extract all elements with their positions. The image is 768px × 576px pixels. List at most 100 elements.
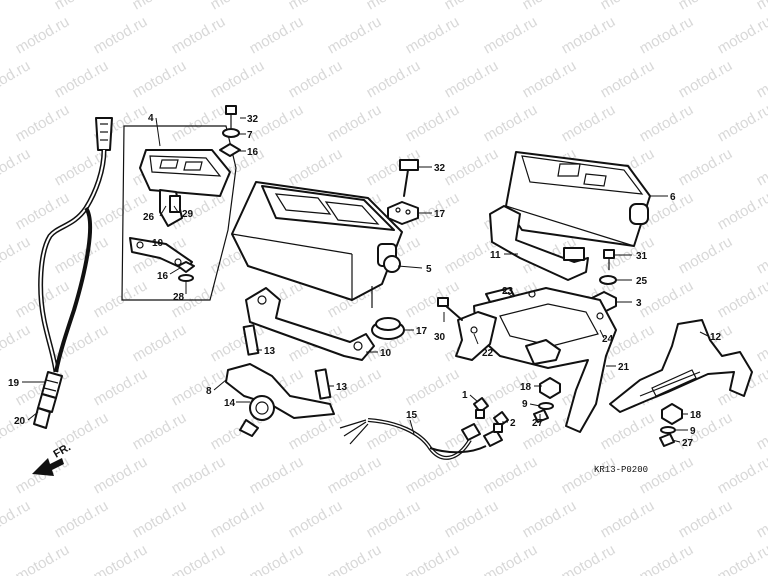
callout-27: 27 bbox=[532, 418, 544, 429]
callout-16: 16 bbox=[157, 271, 169, 282]
callout-7: 7 bbox=[247, 130, 253, 141]
diagram-code: KR13-P0200 bbox=[594, 465, 648, 475]
watermark-text: motod.ru bbox=[520, 497, 580, 541]
watermark-text: motod.ru bbox=[208, 321, 268, 365]
watermark-text: motod.ru bbox=[442, 0, 502, 13]
watermark-text: motod.ru bbox=[559, 541, 619, 576]
watermark-text: motod.ru bbox=[715, 13, 768, 57]
watermark-text: motod.ru bbox=[715, 277, 768, 321]
callout-15: 15 bbox=[406, 410, 418, 421]
watermark-text: motod.ru bbox=[0, 145, 33, 189]
callout-13: 13 bbox=[336, 382, 348, 393]
watermark-text: motod.ru bbox=[676, 233, 736, 277]
fasteners-right bbox=[659, 403, 683, 447]
watermark-text: motod.ru bbox=[0, 233, 33, 277]
callout-12: 12 bbox=[710, 332, 722, 343]
bracket-small bbox=[129, 237, 195, 282]
watermark-text: motod.ru bbox=[676, 0, 736, 13]
collar-left bbox=[242, 324, 260, 356]
watermark-text: motod.ru bbox=[208, 497, 268, 541]
watermark-text: motod.ru bbox=[364, 497, 424, 541]
watermark-text: motod.ru bbox=[91, 365, 151, 409]
tachometer-bracket bbox=[489, 205, 589, 281]
callout-21: 21 bbox=[618, 362, 630, 373]
watermark-text: motod.ru bbox=[559, 101, 619, 145]
watermark-text: motod.ru bbox=[169, 541, 229, 576]
callout-20: 20 bbox=[14, 416, 26, 427]
watermark-text: motod.ru bbox=[520, 57, 580, 101]
callout-labels: 4 32 7 16 26 29 10 16 28 32 17 5 6 11 31… bbox=[8, 113, 722, 449]
speedometer-small bbox=[139, 149, 231, 227]
watermark-text: motod.ru bbox=[52, 0, 112, 13]
watermark-text: motod.ru bbox=[715, 189, 768, 233]
callout-4: 4 bbox=[148, 113, 154, 124]
watermark-text: motod.ru bbox=[481, 365, 541, 409]
watermark-text: motod.ru bbox=[325, 13, 385, 57]
callout-32: 32 bbox=[247, 114, 259, 125]
watermark-text: motod.ru bbox=[325, 541, 385, 576]
watermark-text: motod.ru bbox=[325, 365, 385, 409]
collar-right bbox=[314, 368, 332, 400]
bolt-group-center bbox=[387, 159, 419, 225]
watermark-text: motod.ru bbox=[208, 0, 268, 13]
callout-24: 24 bbox=[602, 334, 614, 345]
assembly-boundary bbox=[121, 125, 237, 301]
callout-10: 10 bbox=[152, 238, 164, 249]
watermark-text: motod.ru bbox=[754, 233, 768, 277]
callout-3: 3 bbox=[636, 298, 642, 309]
callout-14: 14 bbox=[224, 398, 236, 409]
callout-9: 9 bbox=[522, 399, 528, 410]
watermark-text: motod.ru bbox=[676, 497, 736, 541]
leader-lines bbox=[22, 117, 709, 443]
callout-29: 29 bbox=[182, 209, 194, 220]
watermark-text: motod.ru bbox=[52, 497, 112, 541]
callout-11: 11 bbox=[490, 250, 501, 261]
callout-16: 16 bbox=[247, 147, 259, 158]
callout-32: 32 bbox=[434, 163, 446, 174]
watermark-text: motod.ru bbox=[286, 497, 346, 541]
watermark-text: motod.ru bbox=[91, 13, 151, 57]
watermark-text: motod.ru bbox=[637, 541, 697, 576]
watermark-text: motod.ru bbox=[130, 321, 190, 365]
watermark-text: motod.ru bbox=[442, 57, 502, 101]
watermark-text: motod.ru bbox=[403, 101, 463, 145]
callout-28: 28 bbox=[173, 292, 185, 303]
callout-25: 25 bbox=[636, 276, 648, 287]
watermark-text: motod.ru bbox=[169, 365, 229, 409]
watermark-text: motod.ru bbox=[91, 189, 151, 233]
callout-9: 9 bbox=[690, 426, 696, 437]
watermark-text: motod.ru bbox=[286, 57, 346, 101]
callout-5: 5 bbox=[426, 264, 432, 275]
watermark-text: motod.ru bbox=[91, 277, 151, 321]
meter-housing bbox=[231, 181, 403, 308]
watermark-text: motod.ru bbox=[13, 101, 73, 145]
watermark-text: motod.ru bbox=[481, 13, 541, 57]
callout-8: 8 bbox=[206, 386, 212, 397]
callout-22: 22 bbox=[482, 348, 494, 359]
watermark-text: motod.ru bbox=[559, 453, 619, 497]
watermark-text: motod.ru bbox=[676, 145, 736, 189]
callout-30: 30 bbox=[434, 332, 446, 343]
bolt-30 bbox=[437, 297, 463, 321]
callout-10: 10 bbox=[380, 348, 392, 359]
watermark-text: motod.ru bbox=[559, 13, 619, 57]
fasteners-center bbox=[533, 377, 561, 423]
watermark-text: motod.ru bbox=[91, 541, 151, 576]
watermark-text: motod.ru bbox=[169, 13, 229, 57]
watermark-text: motod.ru bbox=[0, 497, 33, 541]
watermark-text: motod.ru bbox=[403, 541, 463, 576]
watermark-text: motod.ru bbox=[169, 101, 229, 145]
tachometer bbox=[505, 151, 651, 247]
watermark-text: motod.ru bbox=[481, 101, 541, 145]
watermark-text: motod.ru bbox=[442, 497, 502, 541]
watermark-text: motod.ru bbox=[325, 101, 385, 145]
watermark-text: motod.ru bbox=[403, 365, 463, 409]
watermark-text: motod.ru bbox=[52, 57, 112, 101]
watermark-text: motod.ru bbox=[715, 101, 768, 145]
watermark-text: motod.ru bbox=[481, 453, 541, 497]
watermark-text: motod.ru bbox=[637, 453, 697, 497]
watermark-text: motod.ru bbox=[520, 0, 580, 13]
